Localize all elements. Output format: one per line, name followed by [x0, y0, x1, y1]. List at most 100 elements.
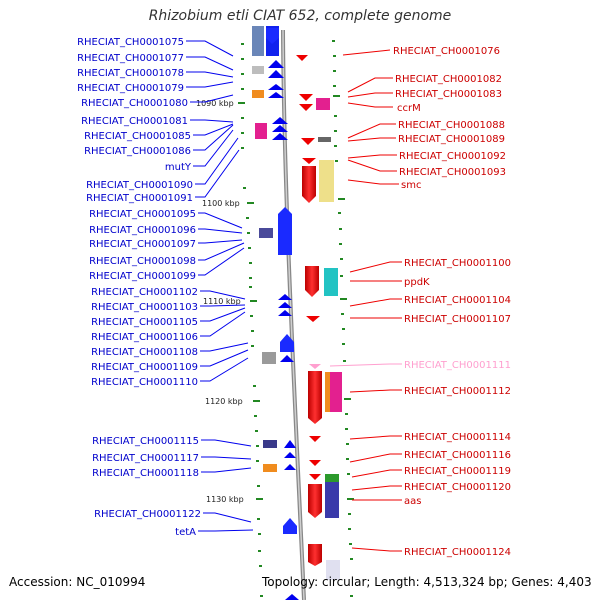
gene-feature[interactable]	[278, 207, 292, 255]
gene-label[interactable]: RHECIAT_CH0001080	[81, 98, 188, 109]
gene-label[interactable]: RHECIAT_CH0001120	[404, 482, 511, 493]
gene-label[interactable]: RHECIAT_CH0001116	[404, 450, 511, 461]
gene-label[interactable]: RHECIAT_CH0001122	[94, 509, 201, 520]
gene-feature[interactable]	[325, 474, 339, 482]
gene-feature[interactable]	[272, 117, 288, 124]
gene-feature[interactable]	[252, 26, 264, 56]
gene-feature[interactable]	[309, 436, 321, 442]
gene-feature[interactable]	[268, 92, 284, 98]
gene-feature[interactable]	[301, 138, 315, 145]
gene-label[interactable]: RHECIAT_CH0001090	[86, 180, 193, 191]
gene-feature[interactable]	[278, 294, 292, 300]
gene-feature[interactable]	[272, 133, 288, 140]
gene-label[interactable]: RHECIAT_CH0001093	[399, 167, 506, 178]
gene-feature[interactable]	[252, 90, 264, 98]
gene-feature[interactable]	[284, 464, 296, 470]
gene-feature[interactable]	[299, 94, 313, 101]
gene-label[interactable]: RHECIAT_CH0001082	[395, 74, 502, 85]
gene-label[interactable]: ppdK	[404, 277, 430, 288]
gene-label[interactable]: RHECIAT_CH0001079	[77, 83, 184, 94]
gene-label[interactable]: RHECIAT_CH0001105	[91, 317, 198, 328]
gene-feature[interactable]	[308, 371, 322, 424]
gene-feature[interactable]	[266, 28, 279, 44]
gene-feature[interactable]	[309, 474, 321, 480]
gene-label[interactable]: RHECIAT_CH0001108	[91, 347, 198, 358]
gene-label[interactable]: ccrM	[397, 103, 421, 114]
gene-label[interactable]: RHECIAT_CH0001119	[404, 466, 511, 477]
gene-label[interactable]: RHECIAT_CH0001086	[84, 146, 191, 157]
gene-label[interactable]: aas	[404, 496, 421, 507]
gene-feature[interactable]	[325, 482, 339, 518]
gene-feature[interactable]	[324, 268, 338, 296]
gene-feature[interactable]	[318, 137, 331, 142]
gene-feature[interactable]	[283, 518, 297, 534]
gene-feature[interactable]	[280, 334, 294, 352]
gene-label[interactable]: RHECIAT_CH0001098	[89, 256, 196, 267]
gene-feature[interactable]	[284, 440, 296, 448]
gene-label[interactable]: RHECIAT_CH0001091	[86, 193, 193, 204]
gene-label[interactable]: RHECIAT_CH0001089	[398, 134, 505, 145]
gene-label[interactable]: RHECIAT_CH0001103	[91, 302, 198, 313]
gene-label[interactable]: RHECIAT_CH0001118	[92, 468, 199, 479]
gene-feature[interactable]	[305, 266, 319, 297]
gene-label[interactable]: RHECIAT_CH0001078	[77, 68, 184, 79]
gene-feature[interactable]	[302, 158, 316, 164]
gene-label[interactable]: RHECIAT_CH0001092	[399, 151, 506, 162]
gene-feature[interactable]	[299, 104, 313, 111]
gene-feature[interactable]	[259, 228, 273, 238]
gene-feature[interactable]	[262, 352, 276, 364]
gene-feature[interactable]	[330, 372, 342, 412]
gene-label[interactable]: RHECIAT_CH0001088	[398, 120, 505, 131]
gene-label[interactable]: RHECIAT_CH0001099	[89, 271, 196, 282]
gene-label[interactable]: tetA	[175, 527, 196, 538]
gene-label[interactable]: RHECIAT_CH0001112	[404, 386, 511, 397]
gene-label[interactable]: RHECIAT_CH0001085	[84, 131, 191, 142]
gene-label[interactable]: RHECIAT_CH0001104	[404, 295, 511, 306]
gene-feature[interactable]	[263, 464, 277, 472]
gene-feature[interactable]	[285, 594, 299, 600]
gene-label[interactable]: RHECIAT_CH0001115	[92, 436, 199, 447]
gene-feature[interactable]	[326, 560, 340, 580]
gene-feature[interactable]	[306, 316, 320, 322]
gene-feature[interactable]	[316, 98, 330, 110]
gene-feature[interactable]	[278, 302, 292, 308]
gene-label[interactable]: RHECIAT_CH0001117	[92, 453, 199, 464]
gene-label[interactable]: RHECIAT_CH0001100	[404, 258, 511, 269]
gene-feature[interactable]	[308, 544, 322, 566]
gene-label-highlighted[interactable]: RHECIAT_CH0001111	[404, 360, 511, 371]
gene-label[interactable]: RHECIAT_CH0001110	[91, 377, 198, 388]
gene-label[interactable]: RHECIAT_CH0001077	[77, 53, 184, 64]
gene-feature[interactable]	[296, 55, 308, 61]
gene-label[interactable]: RHECIAT_CH0001095	[89, 209, 196, 220]
gene-feature[interactable]	[272, 125, 288, 132]
gene-label[interactable]: RHECIAT_CH0001075	[77, 37, 184, 48]
gene-feature[interactable]	[309, 460, 321, 466]
gene-feature[interactable]	[325, 372, 330, 412]
gene-label[interactable]: RHECIAT_CH0001076	[393, 46, 500, 57]
gene-feature[interactable]	[268, 70, 284, 78]
gene-label[interactable]: RHECIAT_CH0001102	[91, 287, 198, 298]
gene-feature[interactable]	[302, 166, 316, 203]
gene-feature[interactable]	[263, 440, 277, 448]
gene-label[interactable]: RHECIAT_CH0001083	[395, 89, 502, 100]
gene-feature[interactable]	[308, 484, 322, 518]
gene-feature[interactable]	[309, 364, 321, 369]
gene-label[interactable]: RHECIAT_CH0001106	[91, 332, 198, 343]
gene-feature[interactable]	[255, 123, 267, 139]
gene-feature[interactable]	[284, 452, 296, 458]
gene-feature[interactable]	[252, 66, 264, 74]
gene-feature[interactable]	[268, 60, 284, 68]
gene-label[interactable]: RHECIAT_CH0001097	[89, 239, 196, 250]
gene-feature[interactable]	[268, 84, 284, 90]
gene-label[interactable]: RHECIAT_CH0001124	[404, 547, 511, 558]
gene-label[interactable]: RHECIAT_CH0001081	[81, 116, 188, 127]
gene-label[interactable]: RHECIAT_CH0001107	[404, 314, 511, 325]
gene-label[interactable]: RHECIAT_CH0001109	[91, 362, 198, 373]
gene-label[interactable]: mutY	[165, 162, 192, 173]
gene-feature[interactable]	[278, 310, 292, 316]
gene-label[interactable]: smc	[401, 180, 421, 191]
gene-label[interactable]: RHECIAT_CH0001096	[89, 225, 196, 236]
gene-label[interactable]: RHECIAT_CH0001114	[404, 432, 511, 443]
gene-feature[interactable]	[280, 355, 294, 362]
gene-feature[interactable]	[319, 160, 334, 202]
